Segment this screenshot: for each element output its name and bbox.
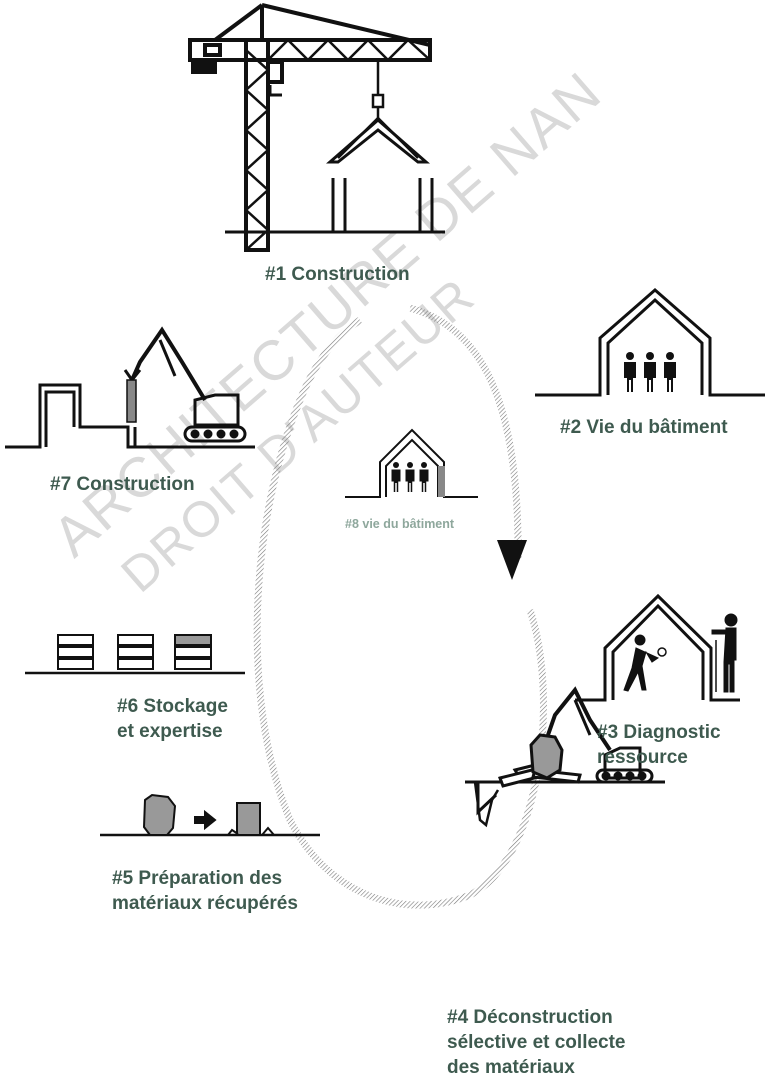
- step-3-label: #3 Diagnostic ressource: [597, 720, 721, 770]
- step-7-label: #7 Construction: [50, 472, 195, 497]
- step-4-label: #4 Déconstruction sélective et collecte …: [447, 1005, 626, 1080]
- step-1-label-line: #1 Construction: [265, 264, 410, 285]
- people-icon-group: [624, 352, 676, 392]
- step-6-label-line-1: #6 Stockage: [117, 696, 228, 717]
- house-people-small-icon: [345, 428, 478, 498]
- step-2-label-line: #2 Vie du bâtiment: [560, 417, 728, 438]
- step-8-label: #8 vie du bâtiment: [345, 516, 454, 532]
- surveyor-icon: [711, 613, 738, 693]
- material-preparation-icon: [100, 793, 320, 837]
- step-4-label-line-2: sélective et collecte: [447, 1032, 626, 1053]
- step-6-label-line-2: et expertise: [117, 721, 223, 742]
- step-3-label-line-2: ressource: [597, 747, 688, 768]
- step-7-label-line: #7 Construction: [50, 474, 195, 495]
- excavator-construction-icon: [5, 326, 255, 449]
- step-4-label-line-1: #4 Déconstruction: [447, 1007, 613, 1028]
- house-people-icon: [535, 288, 765, 397]
- step-2-label: #2 Vie du bâtiment: [560, 415, 728, 440]
- step-5-label: #5 Préparation des matériaux récupérés: [112, 866, 298, 916]
- step-5-label-line-2: matériaux récupérés: [112, 893, 298, 914]
- step-3-label-line-1: #3 Diagnostic: [597, 722, 721, 743]
- cycle-arrowhead: [497, 540, 527, 580]
- deconstruction-excavator-icon: [465, 686, 665, 828]
- inspector-icon: [623, 634, 667, 692]
- diagnostic-house-icon: [575, 593, 740, 702]
- cycle-loop: [253, 304, 547, 909]
- step-1-label: #1 Construction: [265, 262, 410, 287]
- crane-construction-icon: [188, 3, 445, 252]
- step-8-label-line: #8 vie du bâtiment: [345, 517, 455, 531]
- step-5-label-line-1: #5 Préparation des: [112, 868, 283, 889]
- stacked-materials-icon: [25, 634, 245, 675]
- step-6-label: #6 Stockage et expertise: [117, 694, 228, 744]
- step-4-label-line-3: des matériaux: [447, 1057, 575, 1078]
- people-small-icon-group: [391, 462, 429, 492]
